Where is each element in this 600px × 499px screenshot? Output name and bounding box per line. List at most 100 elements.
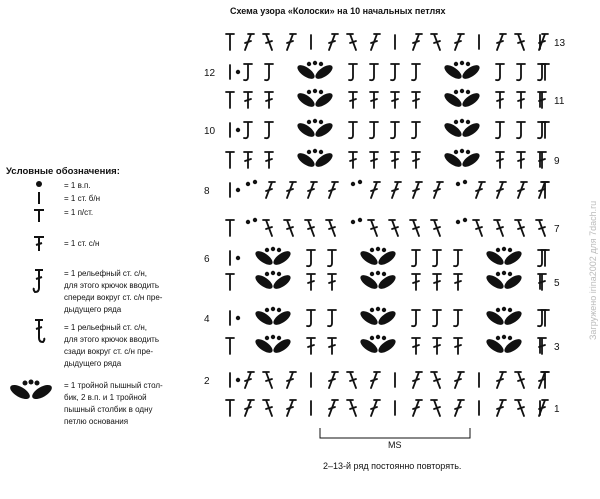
puff-left (486, 311, 504, 325)
post-stitch (537, 309, 547, 328)
legend-item-puff: = 1 тройной пышный стол- бик, 2 в.п. и 1… (64, 381, 163, 426)
post-stitch (327, 249, 337, 268)
puff-right (273, 339, 291, 353)
puff-right (273, 311, 291, 325)
puff-left (255, 275, 273, 289)
chain-stitch (306, 89, 312, 95)
row-number-left: 12 (204, 68, 216, 79)
slanted-stitch (475, 181, 486, 199)
half-double-crochet-icon (33, 207, 45, 222)
chart-rows (225, 33, 550, 417)
back-post-dc-icon (32, 318, 46, 344)
chain-stitch (252, 217, 258, 223)
chain-stitch (264, 307, 270, 313)
slanted-stitch (328, 399, 339, 417)
hdc-stitch (225, 151, 235, 169)
chain-stitch (369, 335, 375, 341)
row-number-right: 3 (554, 342, 560, 353)
chain-stitch (306, 149, 312, 155)
chain-stitch (495, 307, 501, 313)
chain-stitch (235, 315, 241, 321)
slanted-stitch (538, 33, 549, 51)
puff-right (315, 153, 333, 167)
slanted-stitch (454, 371, 465, 389)
slanted-stitch (262, 219, 273, 237)
chain-stitch (381, 335, 387, 341)
slanted-stitch (430, 33, 441, 51)
legend-item-fpdc: = 1 рельефный ст. с/н, для этого крючок … (64, 269, 163, 314)
slanted-stitch (538, 181, 549, 199)
chain-stitch (270, 246, 276, 252)
hdc-stitch (225, 219, 235, 237)
chain-stitch (459, 60, 465, 66)
puff-left (486, 251, 504, 265)
dc-stitch (453, 337, 463, 355)
row-number-right: 9 (554, 156, 560, 167)
chain-stitch (357, 179, 363, 185)
chain-stitch (276, 247, 282, 253)
row-number-left: 4 (204, 314, 210, 325)
puff-left (297, 123, 315, 137)
chain-stitch (455, 219, 461, 225)
chain-stitch (381, 247, 387, 253)
dc-stitch (390, 91, 400, 109)
dc-stitch (243, 91, 253, 109)
puff-left (297, 65, 315, 79)
chain-stitch (375, 246, 381, 252)
chain-stitch (501, 246, 507, 252)
chain-stitch (318, 89, 324, 95)
slanted-stitch (286, 33, 297, 51)
slanted-stitch (496, 181, 507, 199)
puff-left (297, 93, 315, 107)
post-stitch (264, 121, 274, 140)
slanted-stitch (430, 219, 441, 237)
puff-right (462, 123, 480, 137)
slanted-stitch (535, 219, 546, 237)
row-number-left: 8 (204, 186, 210, 197)
chain-stitch (350, 219, 356, 225)
repeat-note: 2–13-й ряд постоянно повторять. (323, 461, 462, 471)
post-stitch (516, 121, 526, 140)
dc-stitch (495, 91, 505, 109)
puff-right (462, 65, 480, 79)
post-stitch (411, 309, 421, 328)
chain-stitch (369, 307, 375, 313)
puff-left (360, 251, 378, 265)
legend-item-bpdc: = 1 рельефный ст. с/н, для этого крючок … (64, 323, 159, 368)
slanted-stitch (514, 371, 525, 389)
chain-stitch (453, 149, 459, 155)
slanted-stitch (286, 181, 297, 199)
chain-stitch (270, 334, 276, 340)
chain-stitch-icon (36, 181, 42, 187)
post-stitch (411, 249, 421, 268)
post-stitch (537, 121, 547, 140)
slanted-stitch (412, 371, 423, 389)
post-stitch (369, 63, 379, 82)
puff-right (315, 65, 333, 79)
dc-stitch (411, 151, 421, 169)
hdc-stitch (225, 337, 235, 355)
puff-right (504, 311, 522, 325)
slanted-stitch (328, 33, 339, 51)
puff-cluster-icon (6, 378, 56, 408)
slanted-stitch (514, 33, 525, 51)
puff-right (378, 311, 396, 325)
chain-stitch (245, 181, 251, 187)
slanted-stitch (283, 219, 294, 237)
dc-stitch (348, 91, 358, 109)
slanted-stitch (517, 181, 528, 199)
slanted-stitch (412, 33, 423, 51)
post-stitch (411, 63, 421, 82)
chain-stitch (276, 271, 282, 277)
puff-right (273, 251, 291, 265)
puff-right (273, 275, 291, 289)
post-stitch (327, 309, 337, 328)
dc-stitch (516, 151, 526, 169)
chain-stitch (453, 89, 459, 95)
chain-stitch (465, 119, 471, 125)
puff-left (444, 93, 462, 107)
chain-stitch (507, 335, 513, 341)
dc-stitch (327, 337, 337, 355)
